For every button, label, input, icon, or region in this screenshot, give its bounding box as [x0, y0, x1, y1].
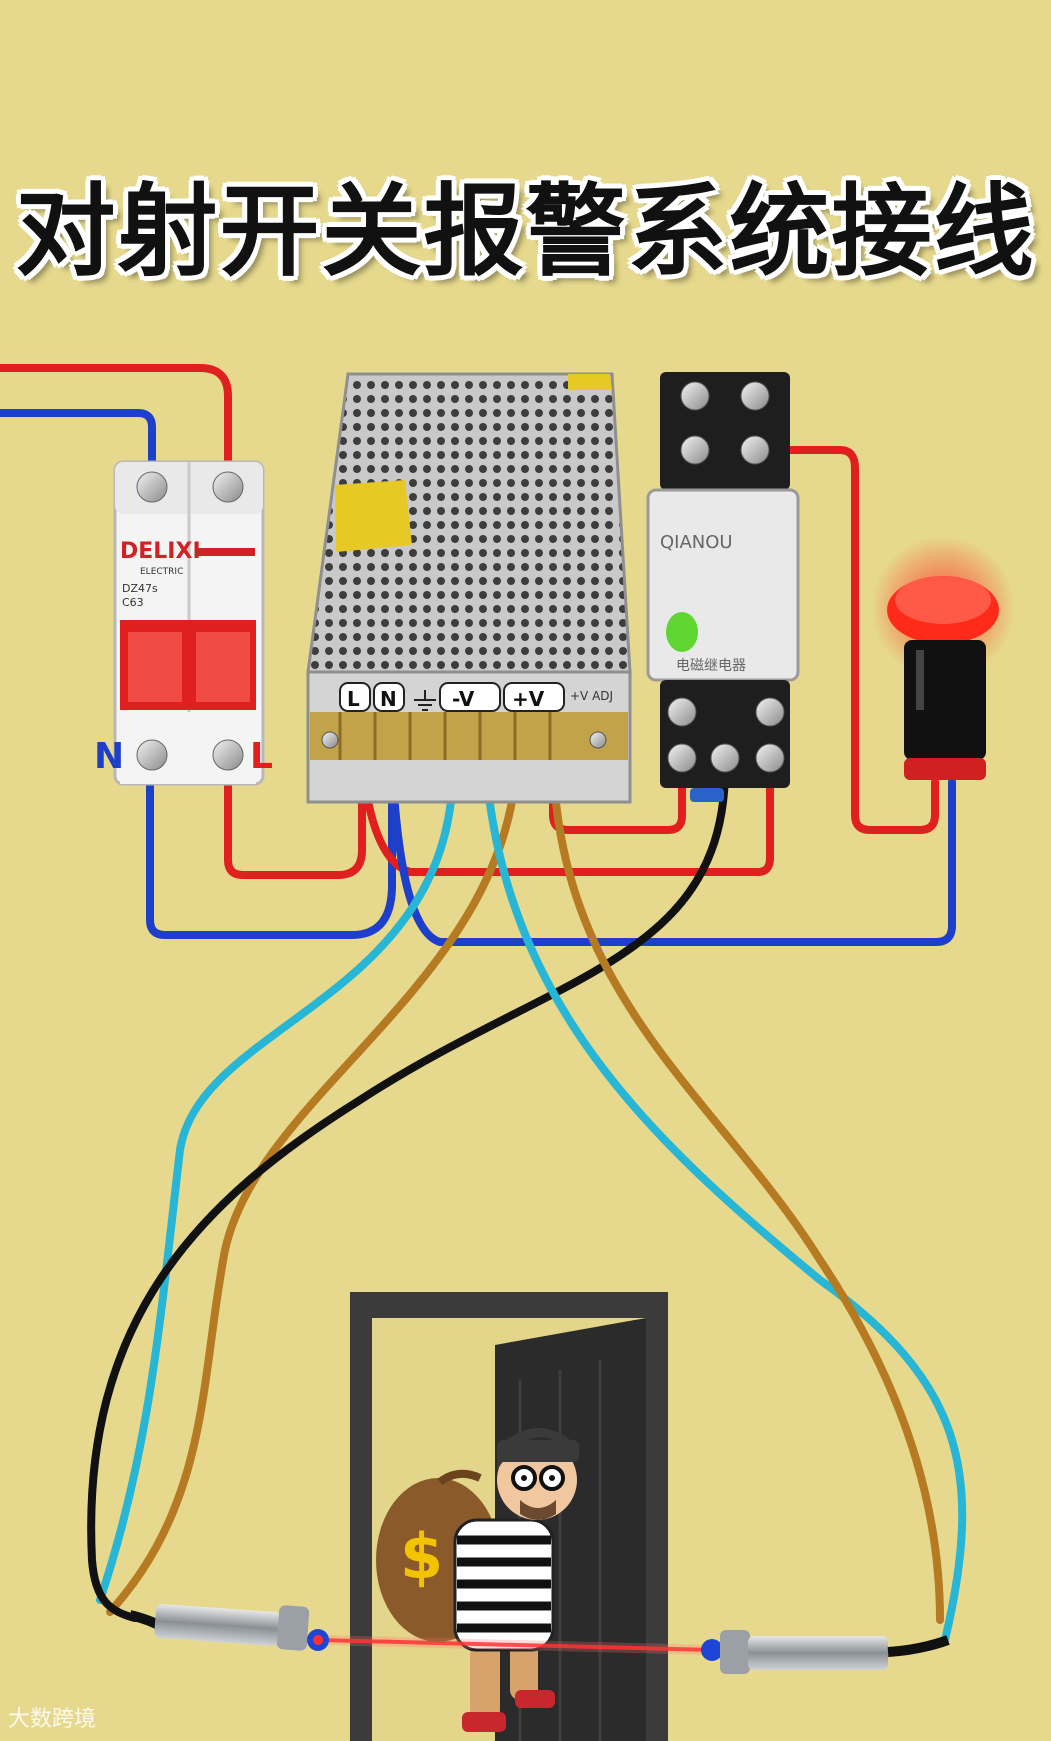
breaker-model: DZ47s: [122, 582, 158, 595]
door-scene: $: [350, 1292, 668, 1741]
wire-brown-right: [549, 756, 944, 1624]
breaker-brand: DELIXI: [120, 539, 201, 564]
wire-cyan-left: [96, 751, 458, 1604]
dollar-icon: $: [400, 1520, 443, 1593]
svg-text:-V: -V: [452, 687, 475, 711]
svg-text:+V: +V: [512, 687, 545, 711]
psu-terminal-n: N: [373, 682, 405, 712]
relay: QIANOU 电磁继电器: [646, 372, 800, 802]
breaker-l-label: L: [250, 736, 273, 777]
wire-relay-lamp: [764, 446, 939, 834]
wire-psu-v-plus-relay: [549, 754, 686, 834]
psu-terminal-minus-v: -V: [439, 682, 501, 712]
breaker-sub: ELECTRIC: [140, 567, 183, 577]
svg-text:L: L: [347, 687, 360, 711]
wire-psu-l-relay: [358, 718, 774, 876]
power-supply: L N -V +V +V ADJ: [306, 372, 632, 804]
psu-terminal-plus-v: +V: [503, 682, 565, 712]
wire-mains-blue: [0, 409, 156, 484]
svg-text:N: N: [380, 687, 397, 711]
ground-icon: [414, 690, 436, 711]
page-title: 对射开关报警系统接线: [15, 173, 1036, 290]
wires: [0, 364, 967, 1644]
breaker-rating: C63: [122, 596, 144, 609]
warning-label: [335, 480, 412, 552]
wire-psu-n-lamp: [388, 756, 956, 946]
relay-indicator-led: [666, 612, 698, 652]
wire-breaker-n-psu-n: [146, 751, 396, 939]
psu-terminal-l: L: [339, 682, 371, 712]
laser-beam: [319, 1635, 713, 1655]
thief-icon: $: [376, 1428, 579, 1732]
watermark: 大数跨境: [8, 1707, 97, 1732]
wire-mains-red: [0, 364, 232, 484]
wire-cyan-right: [481, 751, 967, 1644]
wire-brown-left: [106, 751, 521, 1616]
left-sensor-icon: [128, 1604, 329, 1651]
relay-type-label: 电磁继电器: [676, 658, 746, 674]
alarm-lamp-icon: [871, 536, 1015, 780]
wire-breaker-l-psu-l: [224, 751, 366, 879]
right-sensor-icon: [701, 1630, 950, 1674]
relay-brand: QIANOU: [660, 532, 733, 553]
wire-black-left: [87, 754, 730, 1622]
circuit-breaker: DELIXI ELECTRIC DZ47s C63 N L: [94, 460, 273, 786]
breaker-n-label: N: [94, 736, 124, 777]
psu-adj-label: +V ADJ: [570, 689, 613, 703]
